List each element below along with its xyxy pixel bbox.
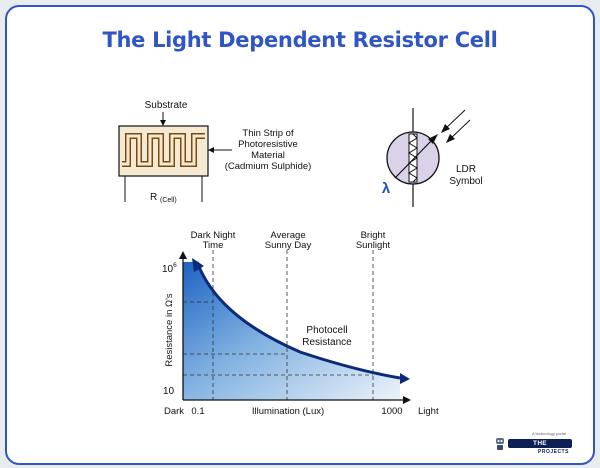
page-title: The Light Dependent Resistor Cell bbox=[102, 28, 498, 52]
label-bright-2: Sunlight bbox=[356, 240, 391, 251]
label-dark-night-2: Time bbox=[203, 240, 224, 251]
photoresistive-strip-inner bbox=[122, 134, 205, 166]
x-axis-arrowhead bbox=[403, 396, 411, 404]
label-dark-night-1: Dark Night bbox=[191, 230, 236, 241]
strip-label-line-1: Thin Strip of bbox=[242, 128, 294, 139]
strip-pointer-arrowhead bbox=[208, 147, 214, 153]
resistance-curve bbox=[195, 261, 401, 380]
strip-label-line-4: (Cadmium Sulphide) bbox=[225, 161, 312, 172]
x-axis-label: Illumination (Lux) bbox=[252, 406, 324, 417]
ldr-cell-diagram: Substrate Thin Strip of Photoresistive M… bbox=[118, 100, 312, 204]
curve-label-1: Photocell bbox=[306, 325, 347, 336]
curve-arrowhead-top bbox=[192, 258, 204, 272]
curve-arrowhead-right bbox=[400, 373, 410, 384]
symbol-variable-arrowhead bbox=[428, 134, 438, 144]
lambda-symbol: λ bbox=[382, 180, 391, 197]
x-label-light: Light bbox=[418, 406, 439, 417]
strip-label-line-3: Material bbox=[251, 150, 285, 161]
light-arrowhead-2 bbox=[446, 134, 455, 143]
label-bright-1: Bright bbox=[361, 230, 386, 241]
curve-shaded-area bbox=[183, 262, 400, 400]
resistance-graph: Dark Night Time Average Sunny Day Bright… bbox=[162, 230, 439, 417]
brand-logo[interactable]: A technology portal THE ENGINEERING PROJ… bbox=[494, 431, 586, 456]
curve-label-2: Resistance bbox=[302, 337, 352, 348]
symbol-label-symbol: Symbol bbox=[449, 176, 482, 187]
light-arrowhead-1 bbox=[441, 124, 450, 133]
y-tick-top-base: 10 bbox=[162, 264, 174, 275]
substrate-label: Substrate bbox=[145, 100, 188, 111]
symbol-variable-arrow bbox=[394, 137, 435, 179]
label-average-sunny-1: Average bbox=[270, 230, 305, 241]
strip-label-line-2: Photoresistive bbox=[238, 139, 298, 150]
symbol-label-ldr: LDR bbox=[456, 164, 476, 175]
y-axis-label: Resistance in Ω's bbox=[164, 293, 175, 367]
label-average-sunny-2: Sunny Day bbox=[265, 240, 312, 251]
x-tick-1000: 1000 bbox=[381, 406, 402, 417]
y-axis-arrowhead bbox=[179, 251, 187, 259]
logo-tagline: A technology portal bbox=[532, 431, 567, 436]
r-main: R bbox=[150, 192, 157, 203]
resistance-label: R bbox=[150, 192, 157, 203]
y-tick-top: 106 bbox=[162, 262, 177, 275]
logo-sub: PROJECTS bbox=[538, 449, 569, 455]
y-tick-bottom: 10 bbox=[163, 386, 175, 397]
ldr-symbol: λ LDR Symbol bbox=[382, 108, 483, 207]
robot-mascot-icon bbox=[496, 438, 504, 450]
logo-badge: THE ENGINEERING bbox=[508, 439, 572, 456]
x-label-dark: Dark bbox=[164, 406, 184, 417]
substrate-arrowhead bbox=[160, 120, 166, 126]
y-tick-top-exp: 6 bbox=[173, 262, 177, 269]
symbol-resistor-body bbox=[408, 133, 418, 183]
x-tick-01: 0.1 bbox=[191, 406, 204, 417]
symbol-zigzag bbox=[408, 133, 418, 183]
resistance-subscript: (Cell) bbox=[160, 197, 177, 204]
